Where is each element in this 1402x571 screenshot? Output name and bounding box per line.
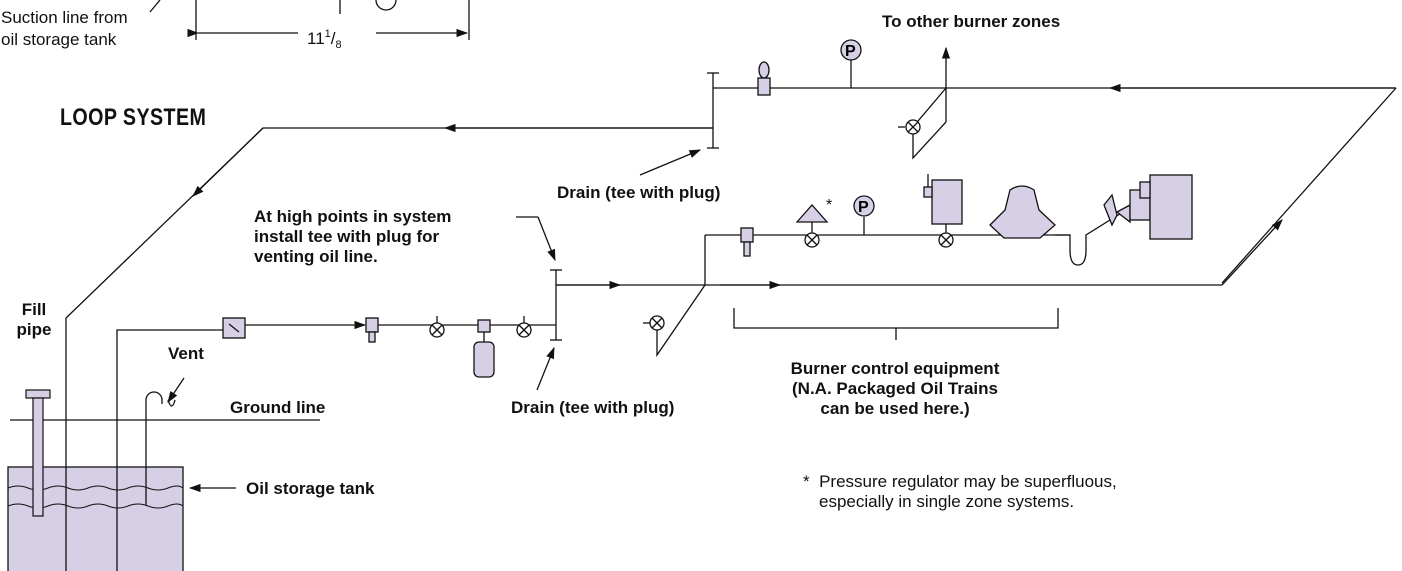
loop-system-title: LOOP SYSTEM	[60, 104, 207, 131]
oil-filter	[222, 317, 246, 339]
return-line	[65, 73, 1397, 571]
supply-line	[116, 219, 1283, 571]
drain-top-label: Drain (tee with plug)	[557, 183, 721, 202]
pressure-regulator: *	[795, 197, 832, 248]
label-pointers	[167, 216, 556, 493]
burner-control-bracket	[733, 308, 1059, 329]
suction-line-label-1: Suction line from	[1, 8, 128, 27]
burner-control-label: Burner control equipment (N.A. Packaged …	[790, 359, 1000, 418]
strainer	[365, 317, 379, 343]
burner-pressure-gauge: P	[853, 195, 875, 235]
upper-strainer	[757, 61, 771, 96]
drain-bottom-label: Drain (tee with plug)	[511, 398, 675, 417]
suction-line-label-2: oil storage tank	[1, 30, 117, 49]
other-zones-label: To other burner zones	[882, 12, 1061, 31]
vent-label: Vent	[168, 344, 204, 363]
dimension-fragment	[149, 0, 470, 40]
regulator-note: * Pressure regulator may be superfluous,…	[803, 472, 1117, 511]
burner-regulator	[989, 185, 1056, 239]
dimension-label: 111/8	[305, 24, 344, 55]
pump	[473, 319, 495, 378]
burner	[1103, 174, 1193, 240]
drain-tee-top	[639, 72, 719, 176]
high-points-note: At high points in system install tee wit…	[254, 207, 452, 266]
fill-pipe	[25, 389, 51, 517]
shutoff-valve-2	[516, 316, 532, 338]
burner-strainer	[740, 227, 754, 257]
upper-pressure-gauge: P	[840, 39, 862, 88]
oil-tank-label: Oil storage tank	[246, 479, 375, 498]
fill-pipe-label: Fill pipe	[16, 300, 52, 339]
bypass-valve	[643, 315, 665, 331]
ground-line-label: Ground line	[230, 398, 326, 417]
solenoid-valve	[923, 174, 963, 248]
svg-text:P: P	[858, 199, 869, 216]
vent-pipe	[145, 391, 163, 505]
shutoff-valve-1	[429, 316, 445, 338]
svg-text:P: P	[845, 43, 856, 60]
svg-text:*: *	[826, 197, 832, 214]
branch-to-other-zones	[898, 46, 951, 160]
